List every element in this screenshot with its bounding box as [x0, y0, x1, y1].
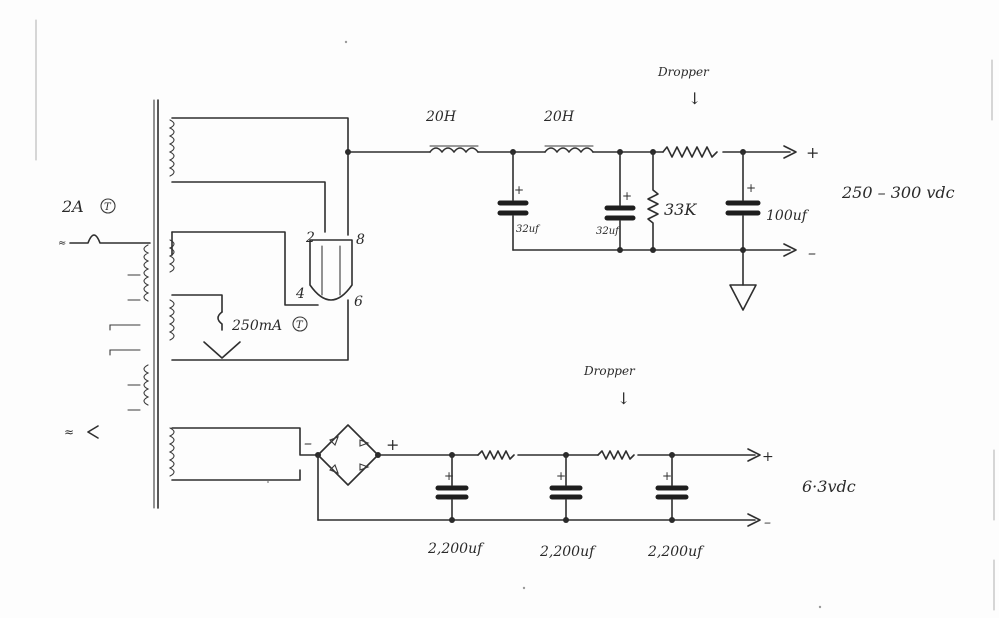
dropper-bottom-label: Dropper	[583, 364, 636, 378]
hv-winding	[168, 119, 175, 177]
cap-lv-3-label: 2,200uf	[647, 544, 705, 560]
primary-winding-a	[143, 244, 150, 302]
tube-pin-6: 6	[354, 294, 363, 310]
lv-winding	[168, 427, 175, 477]
node-lv-gnd-1	[449, 517, 455, 523]
node-lv-gnd-3	[669, 517, 675, 523]
heater-winding	[168, 299, 175, 341]
hv-minus-arrow	[783, 243, 797, 257]
lv-resistor-2-dropper	[597, 450, 635, 460]
wire-heater-to-pin4	[171, 231, 319, 306]
node-gnd-bleeder	[650, 247, 656, 253]
node-gnd-cap2	[617, 247, 623, 253]
wire-hv-to-pin2	[171, 181, 326, 233]
cap-lv-3-plus: +	[662, 469, 672, 483]
scan-artifacts	[35, 19, 995, 611]
lv-output-label: 6·3vdc	[802, 477, 856, 496]
cap-lv-1-plus: +	[444, 469, 454, 483]
dropper-top-arrow: ↓	[688, 89, 701, 108]
fuse-250ma-marker-glyph: T	[296, 320, 304, 331]
cap-hv-1-label: 32uf	[516, 224, 541, 235]
fuse-2a-marker-glyph: T	[104, 202, 112, 213]
dropper-top-label: Dropper	[657, 65, 710, 79]
hv-plus-arrow	[783, 145, 797, 159]
hv-secondary-wiring	[171, 117, 349, 361]
cap-hv-out-plus: +	[746, 181, 756, 195]
heater-fuse: 250mA T	[203, 311, 308, 359]
dropper-resistor-hv	[662, 146, 718, 158]
node-lv-gnd-2	[563, 517, 569, 523]
hv-filter: 20H 20H Dropper ↓ + + 32uf + 32uf 33K	[345, 65, 955, 311]
cap-hv-2-plus: +	[622, 189, 632, 203]
rectifier-heater-winding	[168, 239, 175, 273]
choke-1-coil	[429, 147, 479, 153]
bridge-minus-label: –	[304, 433, 312, 452]
cap-lv-2-plus: +	[556, 469, 566, 483]
speck	[818, 605, 822, 609]
hv-plus-sign: +	[806, 143, 819, 162]
hv-output-label: 250 – 300 vdc	[841, 183, 955, 202]
dropper-bottom-arrow: ↓	[617, 389, 630, 408]
fuse-250ma-marker-circle	[292, 316, 308, 332]
lv-minus-arrow	[747, 513, 761, 527]
lv-plus-sign: +	[762, 449, 774, 465]
mains-neutral-mark: ≈	[64, 425, 74, 439]
choke-2-label: 20H	[543, 109, 575, 125]
cap-hv-1-plus: +	[514, 183, 524, 197]
cap-hv-2-label: 32uf	[596, 226, 621, 237]
lv-plus-arrow	[747, 448, 761, 462]
primary-winding-b	[143, 364, 150, 406]
speck	[267, 481, 269, 483]
fuse-250ma-label: 250mA	[231, 318, 282, 334]
wire-lv-bottom	[171, 469, 301, 481]
primary-link-1	[109, 324, 141, 331]
rectifier-tube: 2 8 4 6	[295, 230, 365, 310]
node-gnd-outcap	[740, 247, 746, 253]
speck	[344, 40, 348, 44]
fuse-250ma-symbol	[217, 311, 223, 331]
cap-lv-2-label: 2,200uf	[539, 544, 597, 560]
mains-neutral-arrow	[87, 425, 99, 439]
wire-lv-top	[171, 427, 319, 456]
bleeder-label: 33K	[664, 200, 697, 219]
heater-ground-arrow	[203, 341, 241, 359]
bridge-rectifier	[317, 424, 379, 486]
cap-hv-out-label: 100uf	[766, 208, 810, 224]
lv-minus-sign: –	[764, 515, 771, 531]
rectifier-tube-plates	[321, 245, 341, 296]
fuse-2a-marker-circle	[100, 198, 116, 214]
lv-supply: – + + Dropper ↓ + + +	[171, 364, 856, 560]
primary-link-2	[109, 349, 141, 356]
speck	[522, 586, 526, 590]
wire-250ma-top	[171, 294, 223, 313]
bridge-diodes	[329, 436, 370, 474]
fuse-2a-label: 2A	[61, 197, 84, 216]
hv-ground-symbol	[729, 284, 757, 311]
bridge-plus-label: +	[386, 435, 399, 454]
mains-live-mark: ≈	[58, 238, 66, 249]
cap-lv-1-label: 2,200uf	[427, 541, 485, 557]
transformer	[109, 99, 175, 509]
lv-resistor-1	[477, 450, 515, 460]
wire-hv-top	[171, 117, 349, 153]
rectifier-tube-envelope	[309, 239, 353, 301]
tube-pin-4: 4	[295, 286, 305, 302]
choke-1-label: 20H	[425, 109, 457, 125]
choke-2-coil	[544, 147, 594, 153]
mains-input: ≈ 2A T ≈	[58, 197, 151, 439]
fuse-2a-symbol	[69, 234, 151, 244]
tube-pin-8: 8	[356, 232, 365, 248]
hv-minus-sign: –	[808, 243, 816, 262]
tube-pin-2: 2	[305, 230, 315, 246]
bleeder-resistor-33k	[647, 151, 659, 251]
wire-hv-bottom	[171, 299, 349, 361]
